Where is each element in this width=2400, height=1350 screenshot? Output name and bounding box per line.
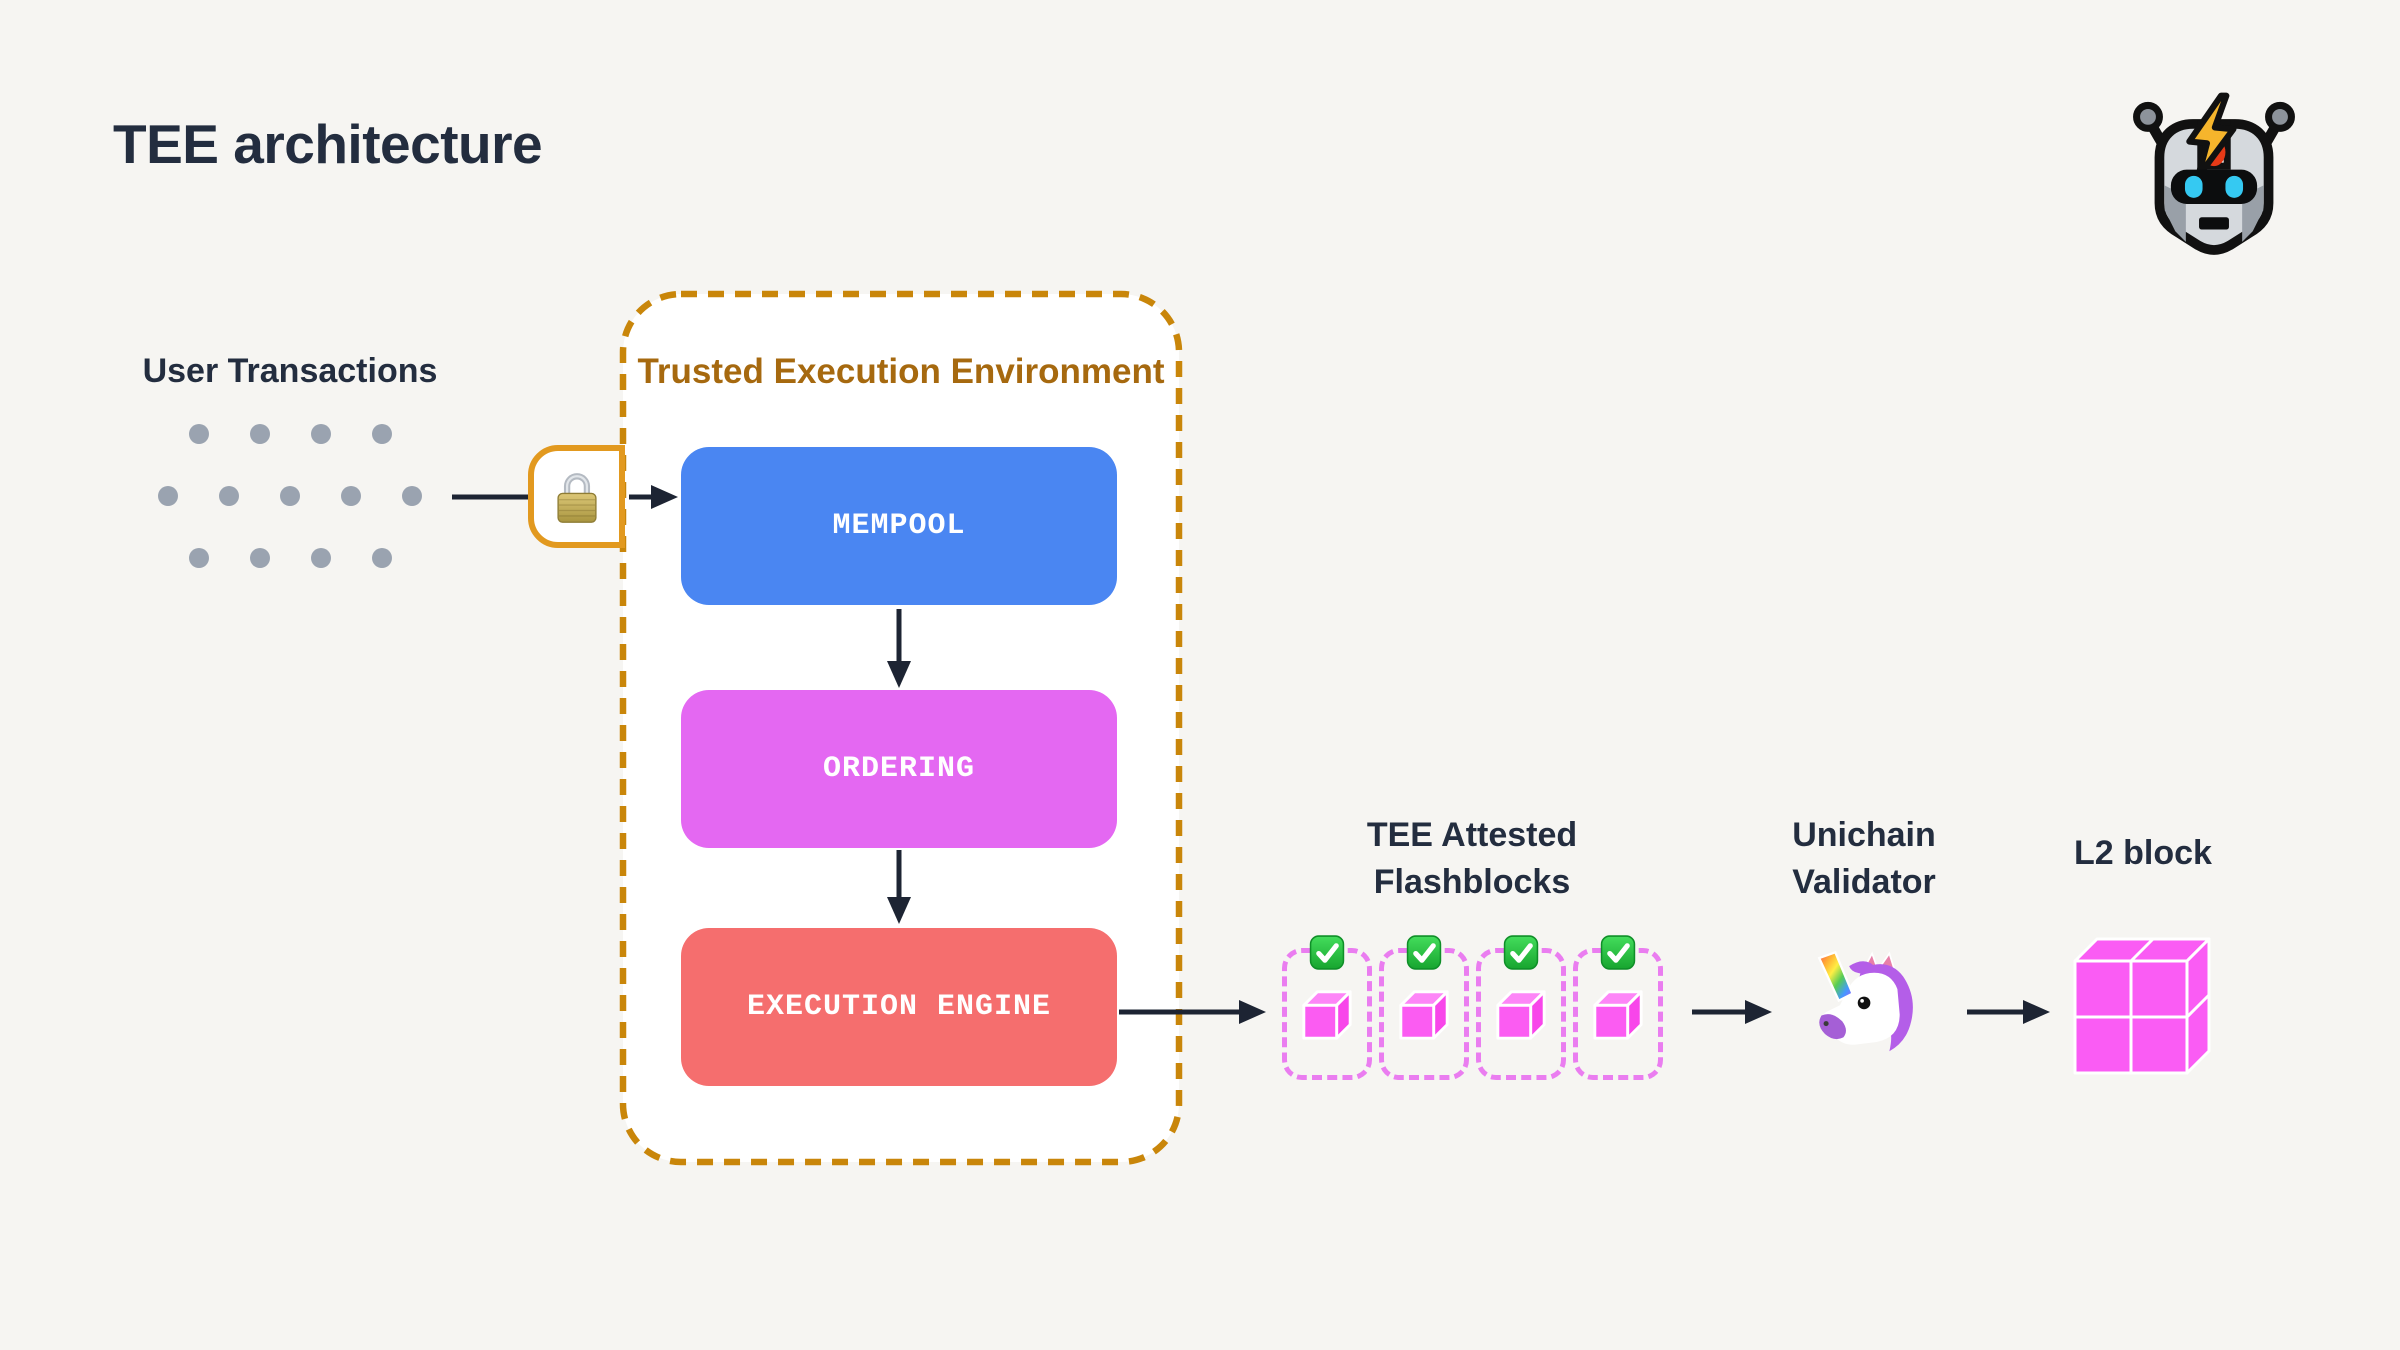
check-icon xyxy=(1503,935,1539,970)
transaction-dot xyxy=(249,548,270,568)
flashblock-cube-icon xyxy=(1399,990,1449,1040)
transaction-dot xyxy=(310,424,331,444)
stage-mempool-label: MEMPOOL xyxy=(832,509,966,543)
transaction-dot-row xyxy=(128,486,452,506)
flashblock xyxy=(1282,935,1372,1080)
lock-badge xyxy=(528,445,625,548)
transaction-dot xyxy=(158,486,178,506)
stage-mempool: MEMPOOL xyxy=(681,447,1117,605)
check-icon xyxy=(1600,935,1636,970)
l2-block-cubes-icon xyxy=(2073,937,2211,1075)
stage-execution-label: EXECUTION ENGINE xyxy=(746,990,1052,1024)
transaction-dot xyxy=(188,424,209,444)
flashblocks-label: TEE Attested Flashblocks xyxy=(1366,816,1578,901)
page-title: TEE architecture xyxy=(113,113,543,175)
user-transactions-label: User Transactions xyxy=(142,352,438,390)
flashblock xyxy=(1573,935,1663,1080)
transaction-dot xyxy=(219,486,239,506)
flashblock xyxy=(1379,935,1469,1080)
check-icon xyxy=(1406,935,1442,970)
transaction-dot-row xyxy=(128,424,452,444)
transaction-dot xyxy=(310,548,331,568)
tee-title: Trusted Execution Environment xyxy=(637,352,1165,391)
lock-icon xyxy=(556,472,597,523)
transaction-dot xyxy=(402,486,422,506)
transaction-dot-row xyxy=(128,548,452,568)
flashblock-cube-icon xyxy=(1496,990,1546,1040)
robot-logo-icon xyxy=(2133,92,2295,255)
transaction-dot xyxy=(371,548,392,568)
validator-label: Unichain Validator xyxy=(1792,816,1936,901)
stage-ordering: ORDERING xyxy=(681,690,1117,848)
transaction-dot xyxy=(371,424,392,444)
check-icon xyxy=(1309,935,1345,970)
transaction-dots xyxy=(128,424,452,610)
transaction-dot xyxy=(341,486,361,506)
unicorn-icon xyxy=(1817,950,1913,1052)
stage-execution: EXECUTION ENGINE xyxy=(681,928,1117,1086)
l2-block-label: L2 block xyxy=(2074,834,2212,872)
flashblock-cube-icon xyxy=(1593,990,1643,1040)
flashblock-cube-icon xyxy=(1302,990,1352,1040)
flashblock xyxy=(1476,935,1566,1080)
transaction-dot xyxy=(249,424,270,444)
transaction-dot xyxy=(280,486,300,506)
transaction-dot xyxy=(188,548,209,568)
stage-ordering-label: ORDERING xyxy=(822,752,976,786)
